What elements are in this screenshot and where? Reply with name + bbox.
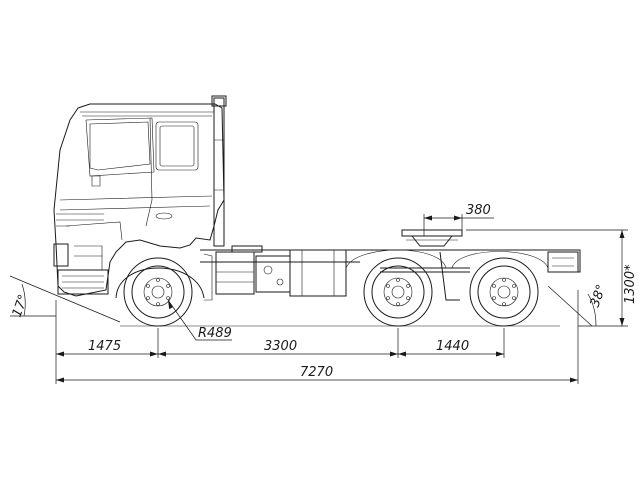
bumper — [57, 269, 109, 295]
dim-wheelbase: 3300 — [264, 339, 297, 354]
rear-light — [552, 257, 574, 267]
exhaust-cap — [211, 95, 227, 107]
door-handle — [91, 175, 101, 187]
dim-fifth-wheel-height: 1300* — [623, 264, 638, 304]
battery-box-lines — [216, 261, 254, 283]
dimension-lines — [9, 214, 628, 384]
bogie-spring — [380, 251, 470, 301]
mudguard-front — [203, 253, 213, 301]
battery-box — [215, 251, 255, 295]
exhaust-clamps — [214, 139, 224, 191]
dim-fifth-wheel-offset: 380 — [466, 203, 491, 218]
dim-departure-angle: 38° — [588, 283, 610, 310]
exhaust-stack — [213, 97, 225, 247]
door-window — [89, 121, 151, 171]
dim-front-overhang: 1475 — [88, 339, 121, 354]
door-window-frame — [85, 117, 155, 177]
truck-outline — [53, 95, 227, 299]
fifth-wheel-mount — [411, 235, 453, 247]
air-tank-fitting-2 — [276, 278, 284, 286]
dim-approach-angle: 17° — [10, 293, 32, 320]
step — [74, 245, 103, 270]
cab-roof — [80, 111, 214, 117]
frame-rail — [200, 249, 581, 273]
badge — [155, 212, 173, 220]
grille — [56, 213, 104, 227]
air-tank-fitting — [263, 265, 273, 275]
front-wheel-arch — [115, 267, 205, 299]
rear-light-bracket — [547, 251, 579, 273]
door-line — [145, 117, 153, 227]
rear-wheel-2 — [469, 257, 539, 327]
cab-body — [53, 103, 225, 297]
air-tank — [255, 255, 291, 293]
cab-side-panel — [59, 195, 213, 241]
cab-mount — [231, 245, 263, 253]
fuel-tank-straps — [301, 250, 335, 296]
dim-rear-axle-spacing: 1440 — [436, 339, 469, 354]
fifth-wheel-plate — [401, 229, 463, 237]
rear-cab-window-frame — [155, 121, 199, 171]
headlight — [53, 243, 69, 267]
dim-overall-length: 7270 — [300, 365, 333, 380]
bumper-lines — [62, 275, 104, 289]
dim-turning-radius: R489 — [198, 326, 232, 341]
fuel-tank — [289, 249, 347, 297]
rear-cab-window — [159, 125, 195, 167]
chassis — [200, 229, 581, 301]
